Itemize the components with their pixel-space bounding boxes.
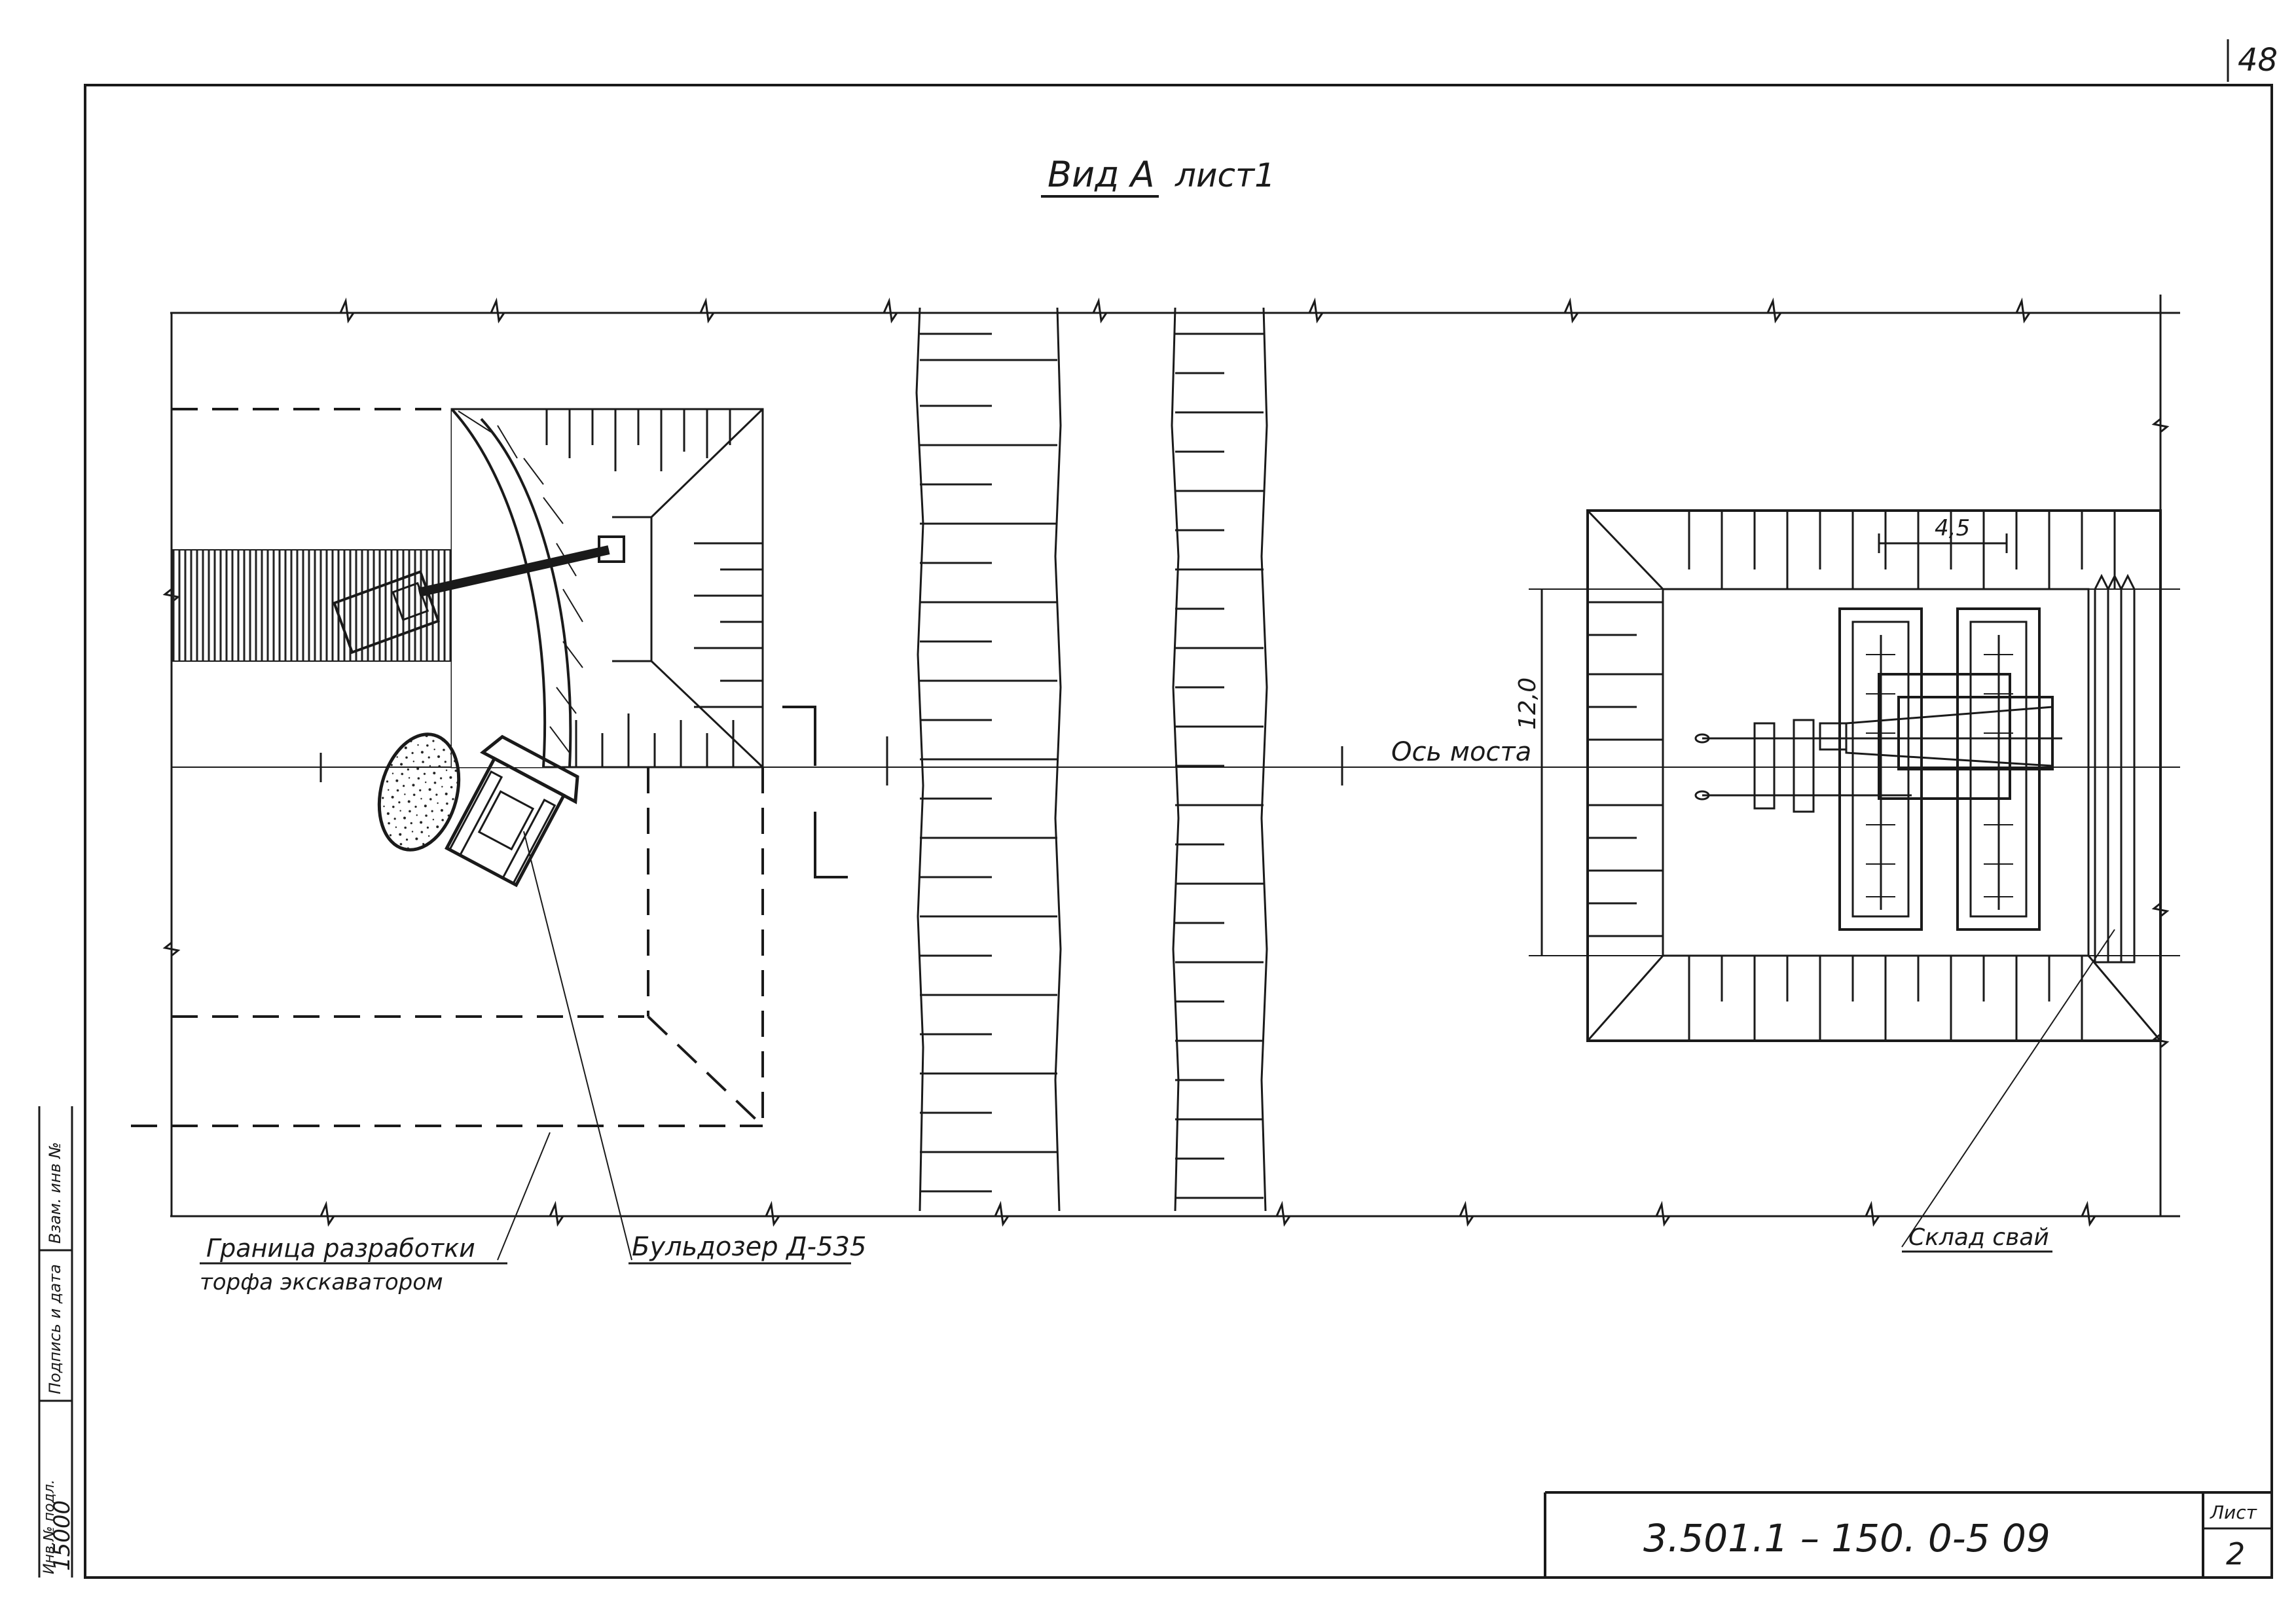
sheet-label: Лист xyxy=(2210,1502,2257,1523)
bulldozer xyxy=(377,732,579,888)
bottom-left-leaders xyxy=(497,831,632,1261)
view-title: Вид А лист1 xyxy=(1041,154,1275,198)
annotation-excavation-boundary: Граница разработки торфа экскаватором xyxy=(200,1234,507,1295)
embankment-strip-2 xyxy=(1171,307,1268,1212)
document-code: 3.501.1 – 150. 0-5 09 xyxy=(1643,1516,2050,1561)
page-number: 48 xyxy=(2238,42,2278,79)
work-pad xyxy=(1586,509,2162,1042)
bulldozer-label: Бульдозер Д-535 xyxy=(632,1232,866,1262)
work-pad-ticks-top xyxy=(1688,511,2116,589)
dimension-length-value: 12,0 xyxy=(1514,677,1541,730)
embankment-strip-1 xyxy=(915,307,1062,1212)
bridge-axis-label: Ось моста xyxy=(1391,737,1531,767)
corner-mark-upper xyxy=(782,706,816,766)
spoil-pile xyxy=(377,732,461,852)
annotation-pile-storage: Склад свай xyxy=(1902,1224,2052,1253)
margin-replace-label: Взам. инв № xyxy=(46,1142,64,1244)
title-block: 3.501.1 – 150. 0-5 09 Лист 2 xyxy=(1544,1491,2272,1578)
annotation-bulldozer: Бульдозер Д-535 xyxy=(629,1232,866,1265)
pile-driver xyxy=(1694,673,2062,813)
margin-inv-value: 15000 xyxy=(49,1500,75,1571)
slope-ticks-bottom xyxy=(575,713,735,767)
work-pad-ticks-bottom xyxy=(1688,956,2083,1041)
embankment-strip-2-ticks xyxy=(1175,333,1264,1199)
excavation-pit xyxy=(131,408,764,1127)
pile-storage-label: Склад свай xyxy=(1908,1224,2049,1251)
drawing-frame xyxy=(84,84,2273,1579)
slope-ticks-top xyxy=(545,409,731,471)
pile-storage-leader xyxy=(1901,929,2115,1248)
corner-mark-lower xyxy=(814,812,848,878)
pile-stack xyxy=(2094,573,2136,964)
margin-stamp: Взам. инв № Подпись и дата Инв.№ подл. 1… xyxy=(38,1106,75,1578)
excavation-boundary-line-2: торфа экскаватором xyxy=(200,1269,443,1295)
embankment-strip-1-ticks xyxy=(920,333,1057,1193)
margin-inv-label: Инв.№ подл. xyxy=(41,1479,58,1574)
dimension-width-value: 4,5 xyxy=(1935,515,1970,541)
view-title-text: Вид А xyxy=(1048,154,1155,195)
view-ref-text: лист1 xyxy=(1175,156,1275,194)
dimension-length: 12,0 xyxy=(1514,588,2180,956)
excavator xyxy=(332,535,625,655)
excavator-swing-arc xyxy=(450,408,583,768)
page-number-corner: 48 xyxy=(2227,39,2278,82)
slope-ticks-right xyxy=(694,542,763,708)
excavation-boundary-line-1: Граница разработки xyxy=(206,1234,475,1263)
margin-sign-label: Подпись и дата xyxy=(46,1264,64,1394)
sheet-number: 2 xyxy=(2226,1536,2245,1572)
bridge-axis: Ось моста xyxy=(172,736,2180,785)
work-pad-ticks-left xyxy=(1588,601,1663,937)
dimension-width: 4,5 xyxy=(1878,515,2008,553)
